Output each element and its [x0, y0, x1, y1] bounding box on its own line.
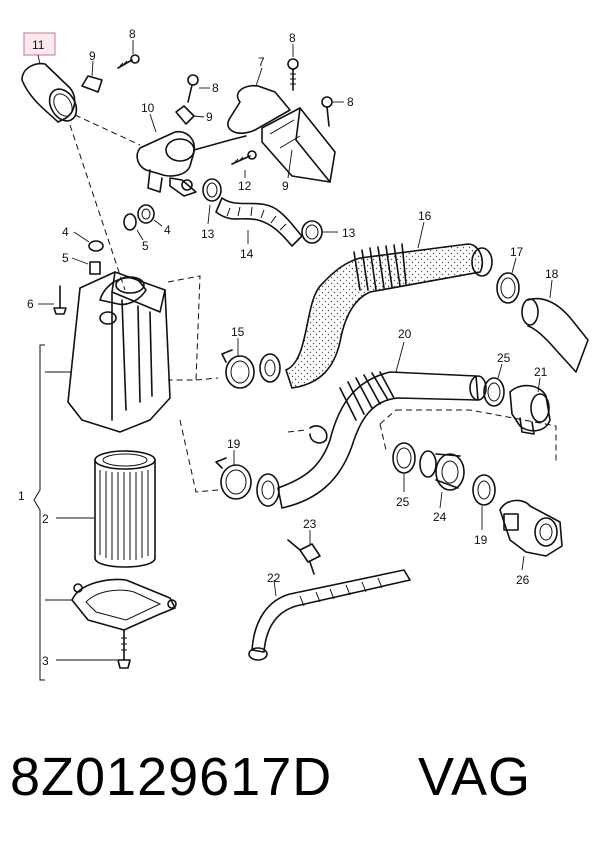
callout-19: 19	[227, 437, 241, 451]
callout-5: 5	[62, 251, 69, 265]
part-1-air-filter-housing	[67, 271, 171, 433]
callout-24: 24	[433, 510, 447, 524]
callout-8: 8	[289, 31, 296, 45]
callout-1: 1	[18, 489, 25, 503]
part-2-filter-element	[94, 450, 156, 568]
part-14-hose	[215, 197, 303, 247]
callout-9: 9	[206, 110, 213, 124]
callout-12: 12	[238, 179, 252, 193]
callout-25: 25	[497, 351, 511, 365]
part-16-upper-hose	[259, 243, 493, 389]
part-10-elbow-housing	[136, 130, 247, 197]
part-22-breather-pipe	[248, 569, 411, 661]
callout-22: 22	[267, 571, 281, 585]
part-6-bolt	[53, 285, 67, 315]
part-18-pipe	[521, 297, 589, 373]
group-1-bracket	[33, 344, 45, 681]
part-23-sensor	[287, 539, 321, 575]
callout-5: 5	[142, 239, 149, 253]
part-9-clip-a	[81, 75, 103, 93]
part-17-clamp	[496, 272, 520, 304]
callout-4: 4	[62, 225, 69, 239]
part-25-clamp-b	[392, 442, 416, 474]
callout-2: 2	[42, 512, 49, 526]
part-13-clamp-b	[301, 220, 323, 244]
callout-18: 18	[545, 267, 559, 281]
part-24-adapter-ring	[419, 450, 465, 491]
callout-23: 23	[303, 517, 317, 531]
part-8-screw-d	[321, 96, 333, 127]
callout-25: 25	[396, 495, 410, 509]
callout-6: 6	[27, 297, 34, 311]
part-8-screw-c	[287, 58, 299, 91]
part-5-spacer-b	[89, 261, 101, 275]
callout-labels: 1 2 3 4 4 5 5 6 7 8 8 8 8 9 9 9 10 11 12…	[18, 27, 559, 668]
callout-8: 8	[347, 95, 354, 109]
part-20-lower-hose	[256, 371, 487, 509]
part-8-screw-a	[117, 54, 140, 69]
callout-14: 14	[240, 247, 254, 261]
callout-7: 7	[258, 55, 265, 69]
callout-13: 13	[201, 227, 215, 241]
part-12-bolt	[231, 150, 257, 165]
part-19-clamp-a	[215, 457, 252, 500]
callout-8: 8	[129, 27, 136, 41]
brand-label: VAG	[418, 747, 531, 807]
callout-17: 17	[510, 245, 524, 259]
part-9-clip-b	[175, 105, 195, 125]
callout-11-highlight	[23, 32, 56, 56]
part-25-clamp-a	[483, 377, 505, 407]
callout-10: 10	[141, 101, 155, 115]
part-3-bolt	[117, 629, 131, 669]
part-26-throttle-adapter	[499, 499, 563, 557]
callout-8: 8	[212, 81, 219, 95]
callout-21: 21	[534, 365, 548, 379]
callout-11: 11	[32, 38, 45, 52]
callout-19: 19	[474, 533, 488, 547]
part-number-label: 8Z0129617D	[10, 747, 332, 807]
callout-4: 4	[164, 223, 171, 237]
part-19-clamp-b	[472, 474, 496, 506]
part-7-resonator	[227, 84, 336, 183]
part-11-intake-tube	[21, 62, 78, 123]
callout-9: 9	[89, 49, 96, 63]
part-15-clamp	[221, 349, 255, 389]
part-3-base-plate	[71, 578, 177, 631]
callout-3: 3	[42, 654, 49, 668]
part-21-mass-air-flow-sensor	[509, 384, 551, 435]
part-4-grommet-b	[88, 240, 104, 252]
part-13-clamp-a	[202, 178, 222, 202]
part-4-5-grommet-set-a	[123, 204, 155, 231]
part-8-bolt-b	[187, 74, 199, 103]
callout-26: 26	[516, 573, 530, 587]
callout-15: 15	[231, 325, 245, 339]
callout-20: 20	[398, 327, 412, 341]
callout-16: 16	[418, 209, 432, 223]
callout-13: 13	[342, 226, 356, 240]
callout-9: 9	[282, 179, 289, 193]
